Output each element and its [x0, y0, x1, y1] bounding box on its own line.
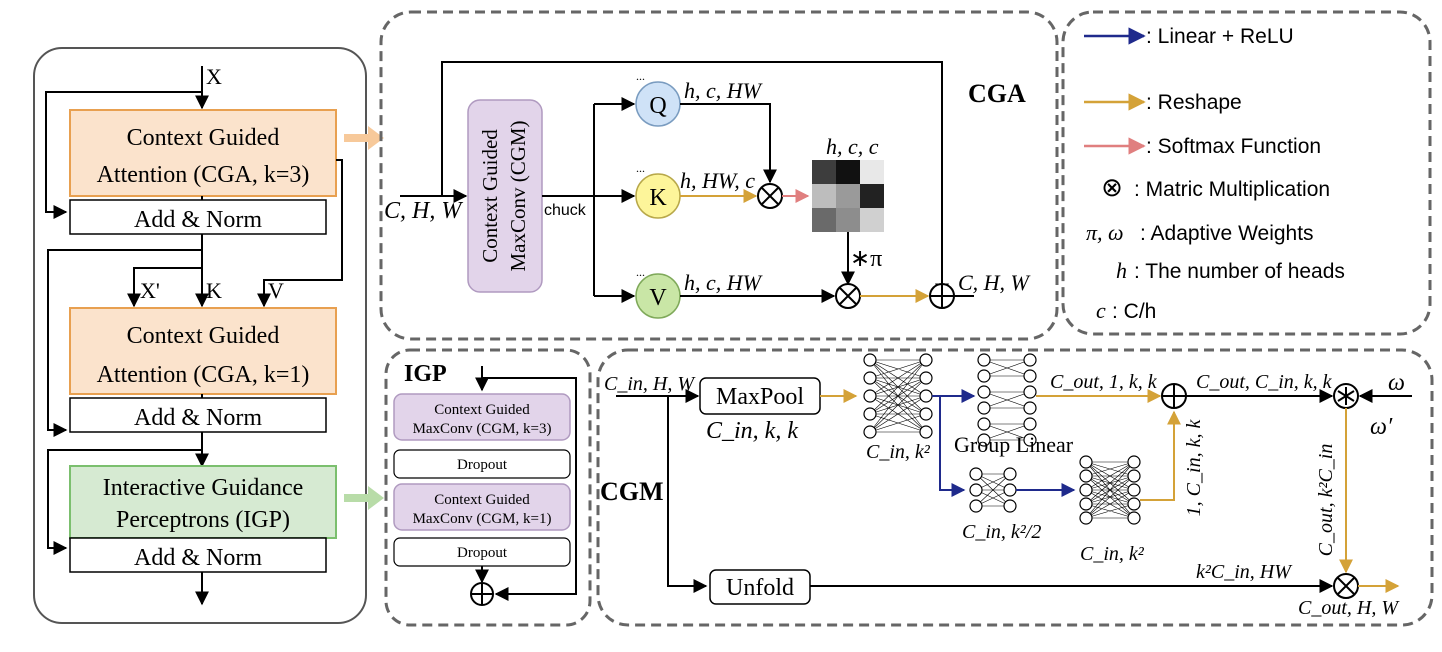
- v-node-label: V: [649, 285, 667, 311]
- k-input-label: K: [206, 278, 222, 303]
- fc-layer-branch: [969, 467, 1017, 513]
- group-out-dims: C_out, 1, k, k: [1050, 371, 1158, 393]
- cga-block-k3-line2: Attention (CGA, k=3): [97, 162, 310, 188]
- cgm-panel-frame: [596, 348, 1434, 627]
- omega-prime-label: ω′: [1370, 414, 1393, 440]
- cga-pointer-arrow: [344, 126, 384, 150]
- cgm-output-dims: C_out, H, W: [1298, 597, 1400, 619]
- legend-h: h: [1116, 258, 1127, 283]
- cga-panel-title: CGA: [968, 79, 1026, 108]
- fc-layer-2: [1079, 455, 1141, 525]
- cgm-panel-title: CGM: [600, 477, 664, 506]
- cga-block-k1-line1: Context Guided: [127, 323, 280, 349]
- branch-dims: C_in, k²/2: [962, 521, 1041, 543]
- cga-block-k3: [69, 109, 337, 197]
- cga-input-dims: C, H, W: [384, 198, 463, 224]
- chuck-label: chuck: [544, 202, 587, 219]
- fc1-dims: C_in, k²: [866, 441, 931, 463]
- legend-c-def: : C/h: [1112, 300, 1156, 323]
- cga-block-k1: [69, 307, 337, 395]
- x-prime-label: X': [140, 278, 160, 303]
- cga-block-k3-line1: Context Guided: [127, 125, 280, 151]
- vertical-dims: 1, C_in, k, k: [1183, 419, 1205, 517]
- igp-panel-title: IGP: [404, 361, 447, 387]
- pi-label: ∗π: [850, 246, 882, 272]
- add-norm-2-label: Add & Norm: [134, 405, 262, 431]
- igp-cgm-k1-line2: MaxConv (CGM, k=1): [413, 511, 552, 527]
- kernel-dims: C_out, C_in, k, k: [1196, 371, 1333, 393]
- igp-cgm-k1-line1: Context Guided: [434, 492, 530, 508]
- igp-panel-frame: [384, 348, 592, 627]
- legend-c: c: [1096, 298, 1106, 323]
- v-input-label: V: [268, 278, 284, 303]
- legend-pi-omega: π, ω: [1086, 220, 1124, 245]
- legend-frame: [1061, 10, 1432, 336]
- legend-reshape: : Reshape: [1146, 91, 1242, 114]
- cga-output-dims: C, H, W: [958, 270, 1031, 295]
- unfold-dims: k²C_in, HW: [1196, 561, 1293, 583]
- group-linear-layer: [977, 353, 1037, 447]
- igp-cgm-k3-line1: Context Guided: [434, 402, 530, 418]
- legend-matmul: : Matric Multiplication: [1134, 178, 1330, 201]
- add-norm-1-label: Add & Norm: [134, 207, 262, 233]
- k-dims: h, HW, c: [680, 168, 755, 193]
- igp-pointer-arrow: [344, 486, 384, 510]
- ellipsis-v: ...: [636, 265, 645, 279]
- encoder-frame: [33, 47, 367, 624]
- legend-linear-relu: : Linear + ReLU: [1146, 25, 1294, 48]
- maxpool-dims: C_in, k, k: [706, 418, 798, 444]
- cga-cgm-line2: MaxConv (CGM): [506, 120, 530, 271]
- fc-layer-1: [863, 353, 933, 439]
- fc2-dims: C_in, k²: [1080, 543, 1145, 565]
- unfold-label: Unfold: [726, 575, 794, 601]
- q-dims: h, c, HW: [684, 78, 763, 103]
- kernel-reshape-dims: C_out, k²C_in: [1315, 444, 1337, 557]
- cga-block-k1-line2: Attention (CGA, k=1): [97, 362, 310, 388]
- input-x-label: X: [206, 64, 222, 89]
- igp-cgm-k3: [393, 393, 571, 441]
- cgm-input-dims: C_in, H, W: [604, 373, 696, 395]
- legend-softmax: : Softmax Function: [1146, 135, 1321, 158]
- igp-dropout-2-label: Dropout: [457, 545, 508, 561]
- igp-block: [69, 465, 337, 539]
- igp-cgm-k1: [393, 483, 571, 531]
- ellipsis-q: ...: [636, 69, 645, 83]
- attention-matrix: [812, 160, 884, 232]
- cga-panel-frame: [379, 10, 1059, 341]
- igp-cgm-k3-line2: MaxConv (CGM, k=3): [413, 421, 552, 437]
- igp-panel: IGP Context Guided MaxConv (CGM, k=3) Dr…: [384, 348, 592, 627]
- legend-otimes-icon: ⊗: [1101, 173, 1123, 202]
- igp-block-line2: Perceptrons (IGP): [116, 507, 290, 533]
- attn-dims: h, c, c: [826, 134, 879, 159]
- cga-cgm-line1: Context Guided: [478, 129, 502, 263]
- k-node-label: K: [649, 185, 667, 211]
- igp-dropout-1: [393, 449, 571, 479]
- group-linear-label: Group Linear: [954, 432, 1074, 457]
- cga-panel: CGA C, H, W Context Guided MaxConv (CGM)…: [379, 10, 1059, 341]
- igp-dropout-1-label: Dropout: [457, 457, 508, 473]
- omega-label: ω: [1388, 370, 1405, 396]
- v-dims: h, c, HW: [684, 270, 763, 295]
- legend-panel: : Linear + ReLU : Reshape : Softmax Func…: [1061, 10, 1432, 336]
- legend-adaptive: : Adaptive Weights: [1140, 222, 1314, 245]
- add-norm-3: [69, 537, 327, 573]
- ellipsis-k: ...: [636, 161, 645, 175]
- q-node-label: Q: [649, 93, 666, 119]
- igp-block-line1: Interactive Guidance: [103, 475, 304, 501]
- encoder-stack: X Context Guided Attention (CGA, k=3) Ad…: [33, 47, 384, 624]
- maxpool-label: MaxPool: [716, 384, 804, 410]
- legend-heads: : The number of heads: [1134, 260, 1345, 283]
- add-norm-1: [69, 199, 327, 235]
- add-norm-3-label: Add & Norm: [134, 545, 262, 571]
- add-norm-2: [69, 397, 327, 433]
- cgm-panel: CGM C_in, H, W MaxPool C_in, k, k C_in, …: [596, 348, 1434, 627]
